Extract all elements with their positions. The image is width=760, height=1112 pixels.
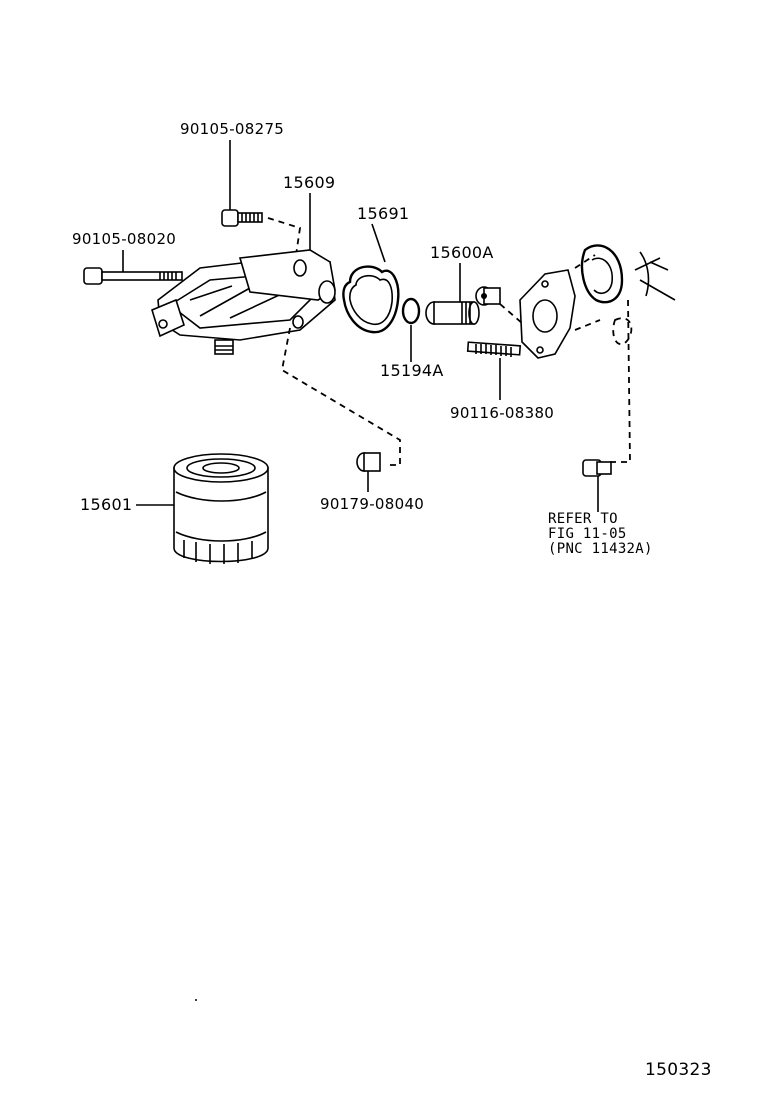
plug-90179-08040 xyxy=(356,452,381,492)
oring-15194A xyxy=(401,297,421,362)
label-stud-90116-08380: 90116-08380 xyxy=(450,404,555,422)
engine-block-surface xyxy=(580,244,676,463)
stud-90116-08380 xyxy=(466,341,522,400)
valve-15600A xyxy=(425,263,480,325)
label-refer-line3: (PNC 11432A) xyxy=(548,541,653,557)
figure-id: 150323 xyxy=(645,1060,712,1080)
label-plug-90179-08040: 90179-08040 xyxy=(320,495,425,513)
bolt-90105-08020 xyxy=(83,250,183,285)
fitting xyxy=(475,286,501,306)
leader-dash-housing-plug xyxy=(280,327,401,466)
label-valve-15600A: 15600A xyxy=(430,243,494,262)
leader-dash-top-bolt xyxy=(267,217,302,256)
label-oring-15194A: 15194A xyxy=(380,361,444,380)
label-housing-15609: 15609 xyxy=(283,173,336,192)
label-refer-line1: REFER TO xyxy=(548,511,618,527)
gasket-15691 xyxy=(342,223,400,334)
housing-15609 xyxy=(151,193,336,355)
scan-dot xyxy=(195,999,197,1001)
label-filter-15601: 15601 xyxy=(80,495,133,514)
label-refer-line2: FIG 11-05 xyxy=(548,526,627,542)
cover-plate xyxy=(519,254,601,359)
label-bolt-90105-08020: 90105-08020 xyxy=(72,230,177,248)
drain-plug xyxy=(582,459,612,512)
oil-filter-15601 xyxy=(136,453,269,564)
bolt-90105-08275 xyxy=(221,140,263,227)
label-bolt-90105-08275: 90105-08275 xyxy=(180,120,285,138)
label-gasket-15691: 15691 xyxy=(357,204,410,223)
